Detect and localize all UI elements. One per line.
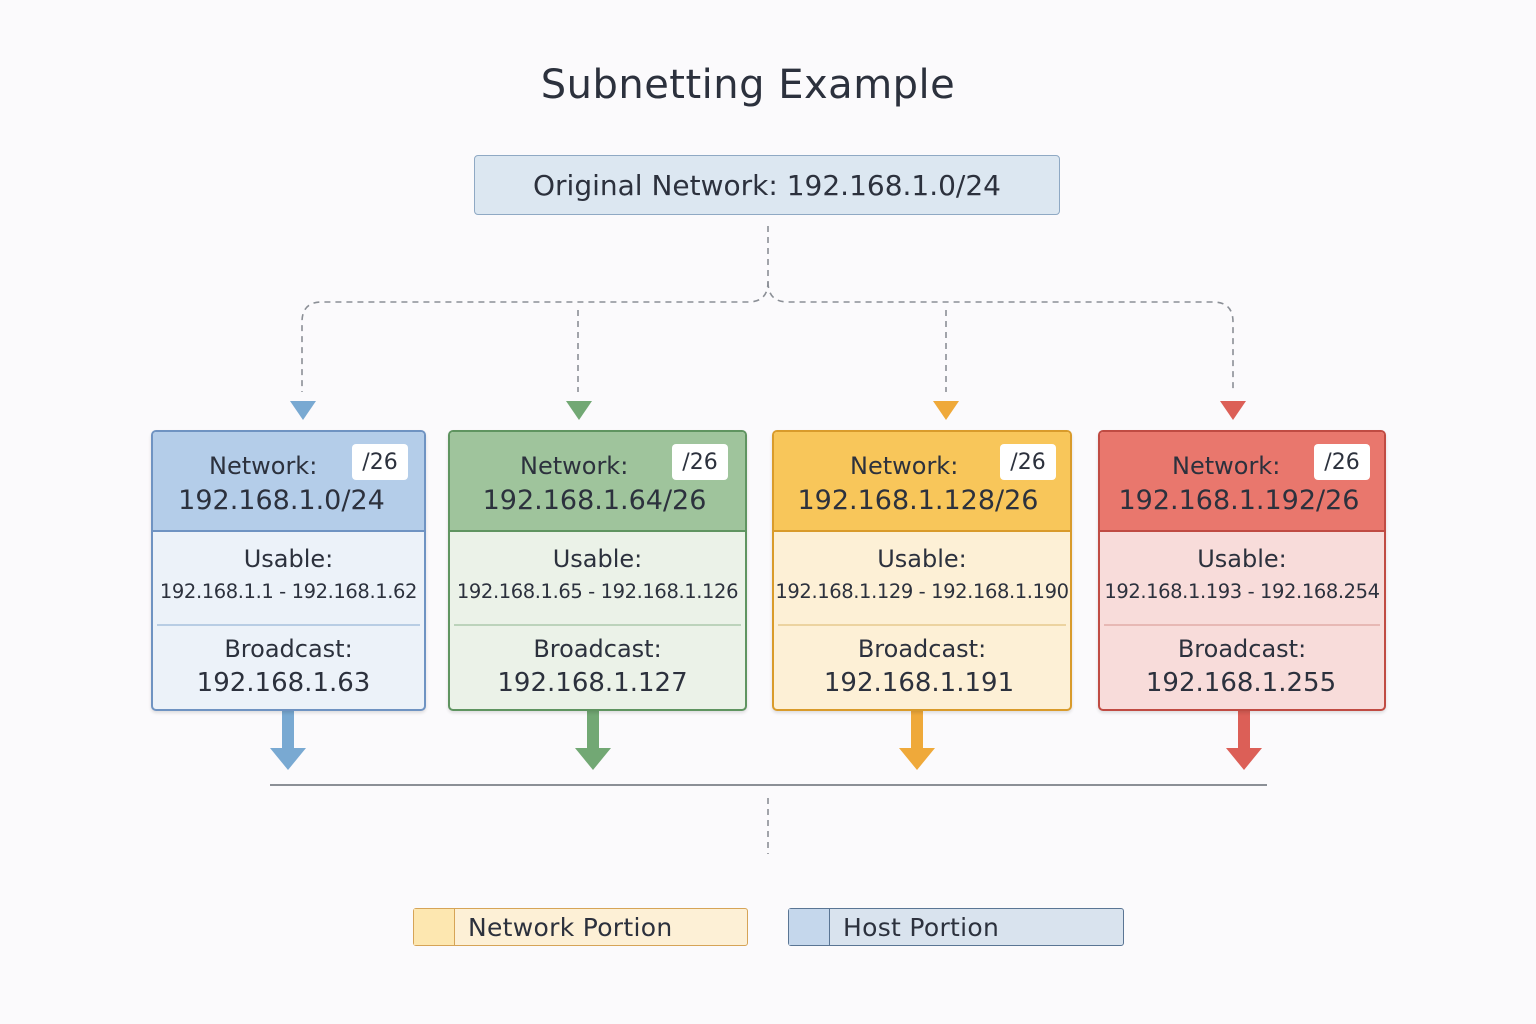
broadcast-address: 192.168.1.63 (196, 668, 371, 698)
down-arrow-2 (566, 401, 592, 420)
diagram-title: Subnetting Example (540, 62, 956, 108)
network-label: Network: (1172, 452, 1281, 480)
network-label: Network: (850, 452, 959, 480)
broadcast-address: 192.168.1.127 (497, 668, 688, 698)
usable-label: Usable: (243, 545, 334, 573)
subnet-card-header: Network: /26 192.168.1.64/26 (450, 432, 745, 532)
subnet-card-1: Network: /26 192.168.1.0/24 Usable: 192.… (151, 430, 426, 711)
network-address: 192.168.1.0/24 (178, 485, 385, 516)
down-arrow-4 (1220, 401, 1246, 420)
usable-label: Usable: (552, 545, 643, 573)
subnet-card-header: Network: /26 192.168.1.192/26 (1100, 432, 1384, 532)
prefix-badge: /26 (352, 444, 408, 480)
prefix-badge: /26 (1000, 444, 1056, 480)
original-network-label: Original Network: (533, 168, 778, 202)
down-arrow-3 (933, 401, 959, 420)
down-arrow-1 (290, 401, 316, 420)
output-arrow-2 (575, 711, 611, 770)
legend-host-portion: Host Portion (788, 908, 1124, 946)
network-address: 192.168.1.64/26 (482, 485, 707, 516)
output-arrow-1 (270, 711, 306, 770)
usable-label: Usable: (877, 545, 967, 573)
usable-range: 192.168.1.65 - 192.168.1.126 (456, 580, 739, 603)
subnet-card-header: Network: /26 192.168.1.128/26 (774, 432, 1070, 532)
subnet-card-3: Network: /26 192.168.1.128/26 Usable: 19… (772, 430, 1072, 711)
subnet-card-2: Network: /26 192.168.1.64/26 Usable: 192… (448, 430, 747, 711)
network-address: 192.168.1.128/26 (797, 485, 1039, 516)
broadcast-address: 192.168.1.255 (1145, 668, 1337, 698)
usable-range: 192.168.1.193 - 192.168.254 (1104, 580, 1380, 603)
connector-trunk-right (767, 281, 1234, 392)
usable-range: 192.168.1.1 - 192.168.1.62 (159, 580, 418, 603)
broadcast-address: 192.168.1.191 (823, 668, 1015, 698)
output-arrow-3 (899, 711, 935, 770)
output-arrow-4 (1226, 711, 1262, 770)
broadcast-label: Broadcast: (224, 635, 353, 663)
broadcast-label: Broadcast: (857, 635, 987, 663)
usable-range: 192.168.1.129 - 192.168.1.190 (775, 580, 1069, 603)
card-separator (1104, 624, 1380, 626)
connector-trunk (301, 226, 769, 392)
legend-label-host: Host Portion (843, 913, 1000, 942)
network-label: Network: (209, 452, 318, 480)
prefix-badge: /26 (1314, 444, 1370, 480)
legend-swatch-host (789, 909, 830, 945)
original-network-box: Original Network: 192.168.1.0/24 (474, 155, 1060, 215)
broadcast-label: Broadcast: (1177, 635, 1307, 663)
prefix-badge: /26 (672, 444, 728, 480)
network-label: Network: (520, 452, 629, 480)
network-address: 192.168.1.192/26 (1118, 485, 1360, 516)
original-network-address: 192.168.1.0/24 (786, 168, 1001, 202)
legend-swatch-network (414, 909, 455, 945)
card-separator (157, 624, 420, 626)
legend-label-network: Network Portion (468, 913, 673, 942)
usable-label: Usable: (1197, 545, 1287, 573)
subnet-card-4: Network: /26 192.168.1.192/26 Usable: 19… (1098, 430, 1386, 711)
subnet-card-header: Network: /26 192.168.1.0/24 (153, 432, 424, 532)
card-separator (454, 624, 741, 626)
bottom-divider-line (270, 784, 1267, 786)
card-separator (778, 624, 1066, 626)
legend-network-portion: Network Portion (413, 908, 748, 946)
broadcast-label: Broadcast: (533, 635, 662, 663)
